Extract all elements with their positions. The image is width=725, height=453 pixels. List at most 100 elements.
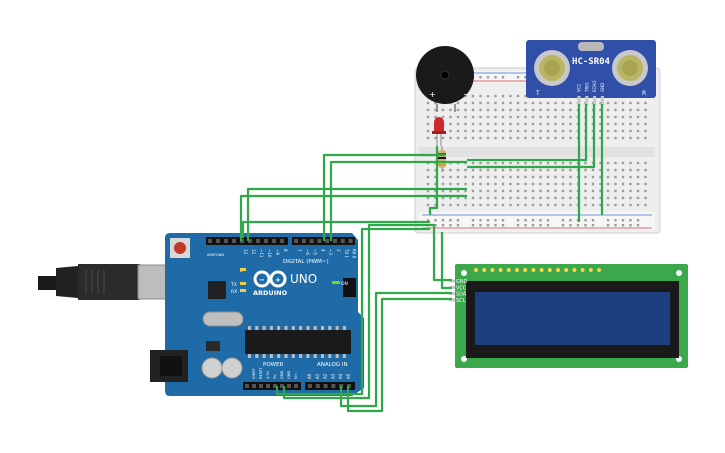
lcd-header-pad xyxy=(515,268,519,272)
digital-hole xyxy=(248,239,252,243)
aref-label: AREF xyxy=(207,253,216,257)
digital-pin-label: ~10 xyxy=(267,249,272,258)
lcd-pin-label: VCC xyxy=(456,285,467,291)
digital-pin-label: ~3 xyxy=(328,249,333,255)
wire-pin2-buzzer xyxy=(329,160,467,241)
svg-text:+: + xyxy=(275,276,281,284)
sensor-t-label: T xyxy=(535,90,540,97)
lcd-header-pad xyxy=(498,268,503,272)
atmega-chip xyxy=(245,330,351,354)
sensor-name: HC-SR04 xyxy=(572,57,611,67)
power-hole xyxy=(252,384,256,388)
digital-pin-label: 7 xyxy=(297,249,302,252)
power-hole xyxy=(280,384,284,388)
sensor-pin xyxy=(593,96,597,106)
icsp-header xyxy=(343,278,356,297)
digital-hole xyxy=(309,239,314,243)
digital-hole xyxy=(232,239,236,243)
power-hole xyxy=(266,384,270,388)
wire-pin3-led xyxy=(322,153,445,241)
power-header-holes xyxy=(245,384,351,388)
digital-hole xyxy=(317,239,322,243)
analog-pin-label: A0 xyxy=(307,373,312,379)
analog-header xyxy=(305,382,355,390)
buzzer-hole xyxy=(440,70,450,80)
digital-hole xyxy=(301,239,306,243)
lcd-header-pad xyxy=(531,268,536,272)
board-model: UNO xyxy=(290,272,317,286)
lcd-pin-label: SCL xyxy=(456,298,466,304)
power-pin-label: GND xyxy=(280,371,284,379)
power-pin-label: RESET xyxy=(259,367,263,379)
sensor-pin xyxy=(585,96,589,106)
power-pin-label: 3.3V xyxy=(266,370,270,379)
digital-label: DIGITAL (PWM~) xyxy=(283,259,329,265)
lcd-pin-label: GND xyxy=(456,279,468,285)
digital-pin-label: ~11 xyxy=(259,249,264,258)
lcd-header-pad xyxy=(539,268,544,272)
arduino-logo: − + xyxy=(253,270,287,288)
analog-hole xyxy=(331,384,336,388)
svg-text:−: − xyxy=(259,276,265,284)
digital-pin-label: ~6 xyxy=(305,249,310,255)
buzzer-minus-label: − xyxy=(463,90,470,99)
power-label: POWER xyxy=(263,362,284,368)
breadboard-center-channel xyxy=(419,147,655,157)
digital-pin-label: 8 xyxy=(283,249,288,252)
lcd-header-pad xyxy=(490,268,495,272)
lcd-header-pad xyxy=(572,268,577,272)
wire-pin13-trig xyxy=(239,194,467,241)
digital-pin-label: ~9 xyxy=(275,249,280,255)
digital-header-holes xyxy=(208,239,353,243)
lcd-header-pins xyxy=(474,268,601,272)
usb-plug xyxy=(78,264,140,300)
digital-hole xyxy=(280,239,284,243)
digital-hole xyxy=(208,239,212,243)
power-pin-label: IOREF xyxy=(252,368,256,379)
digital-hole xyxy=(264,239,268,243)
lcd-header-pad xyxy=(482,268,487,272)
gnd-top-label: GND xyxy=(216,253,224,257)
power-hole xyxy=(287,384,291,388)
wire-a4-sda xyxy=(339,291,452,408)
digital-hole xyxy=(224,239,228,243)
digital-hole xyxy=(256,239,260,243)
digital-hole xyxy=(325,239,330,243)
digital-pin-label: ~5 xyxy=(313,249,318,255)
digital-hole xyxy=(348,239,353,243)
sensor-r-label: R xyxy=(642,90,646,97)
lcd-header-pad xyxy=(580,268,585,272)
wire-gnd-lcd xyxy=(282,223,452,400)
lcd-header-pad xyxy=(588,268,593,272)
lcd-header-pad xyxy=(506,268,511,272)
power-header xyxy=(243,382,301,390)
power-hole xyxy=(294,384,298,388)
buzzer-plus-label: + xyxy=(429,90,436,99)
sensor-pin-label: VCC xyxy=(577,83,582,92)
reset-button-cap[interactable] xyxy=(174,242,186,254)
lcd-header-pad xyxy=(523,268,528,272)
chip-pins xyxy=(248,326,346,358)
analog-pin-label: A1 xyxy=(315,373,320,379)
digital-hole xyxy=(272,239,276,243)
wire-5v-rail xyxy=(275,227,430,396)
power-hole xyxy=(245,384,249,388)
wire-sensor-echo xyxy=(467,104,596,169)
digital-hole xyxy=(216,239,220,243)
sensor-pin-label: ECHO xyxy=(592,81,597,92)
analog-pin-label: A3 xyxy=(330,373,335,379)
analog-label: ANALOG IN xyxy=(317,362,348,368)
analog-hole xyxy=(308,384,312,388)
tx-led-label: TX xyxy=(230,282,237,288)
analog-pin-label: A5 xyxy=(346,373,351,379)
digital-hole xyxy=(333,239,337,243)
wire-vcc-lcd xyxy=(440,232,452,290)
analog-hole xyxy=(323,384,328,388)
digital-pin-label: RX 0 xyxy=(352,249,357,259)
digital-pin-label: TX 1 xyxy=(344,248,349,258)
